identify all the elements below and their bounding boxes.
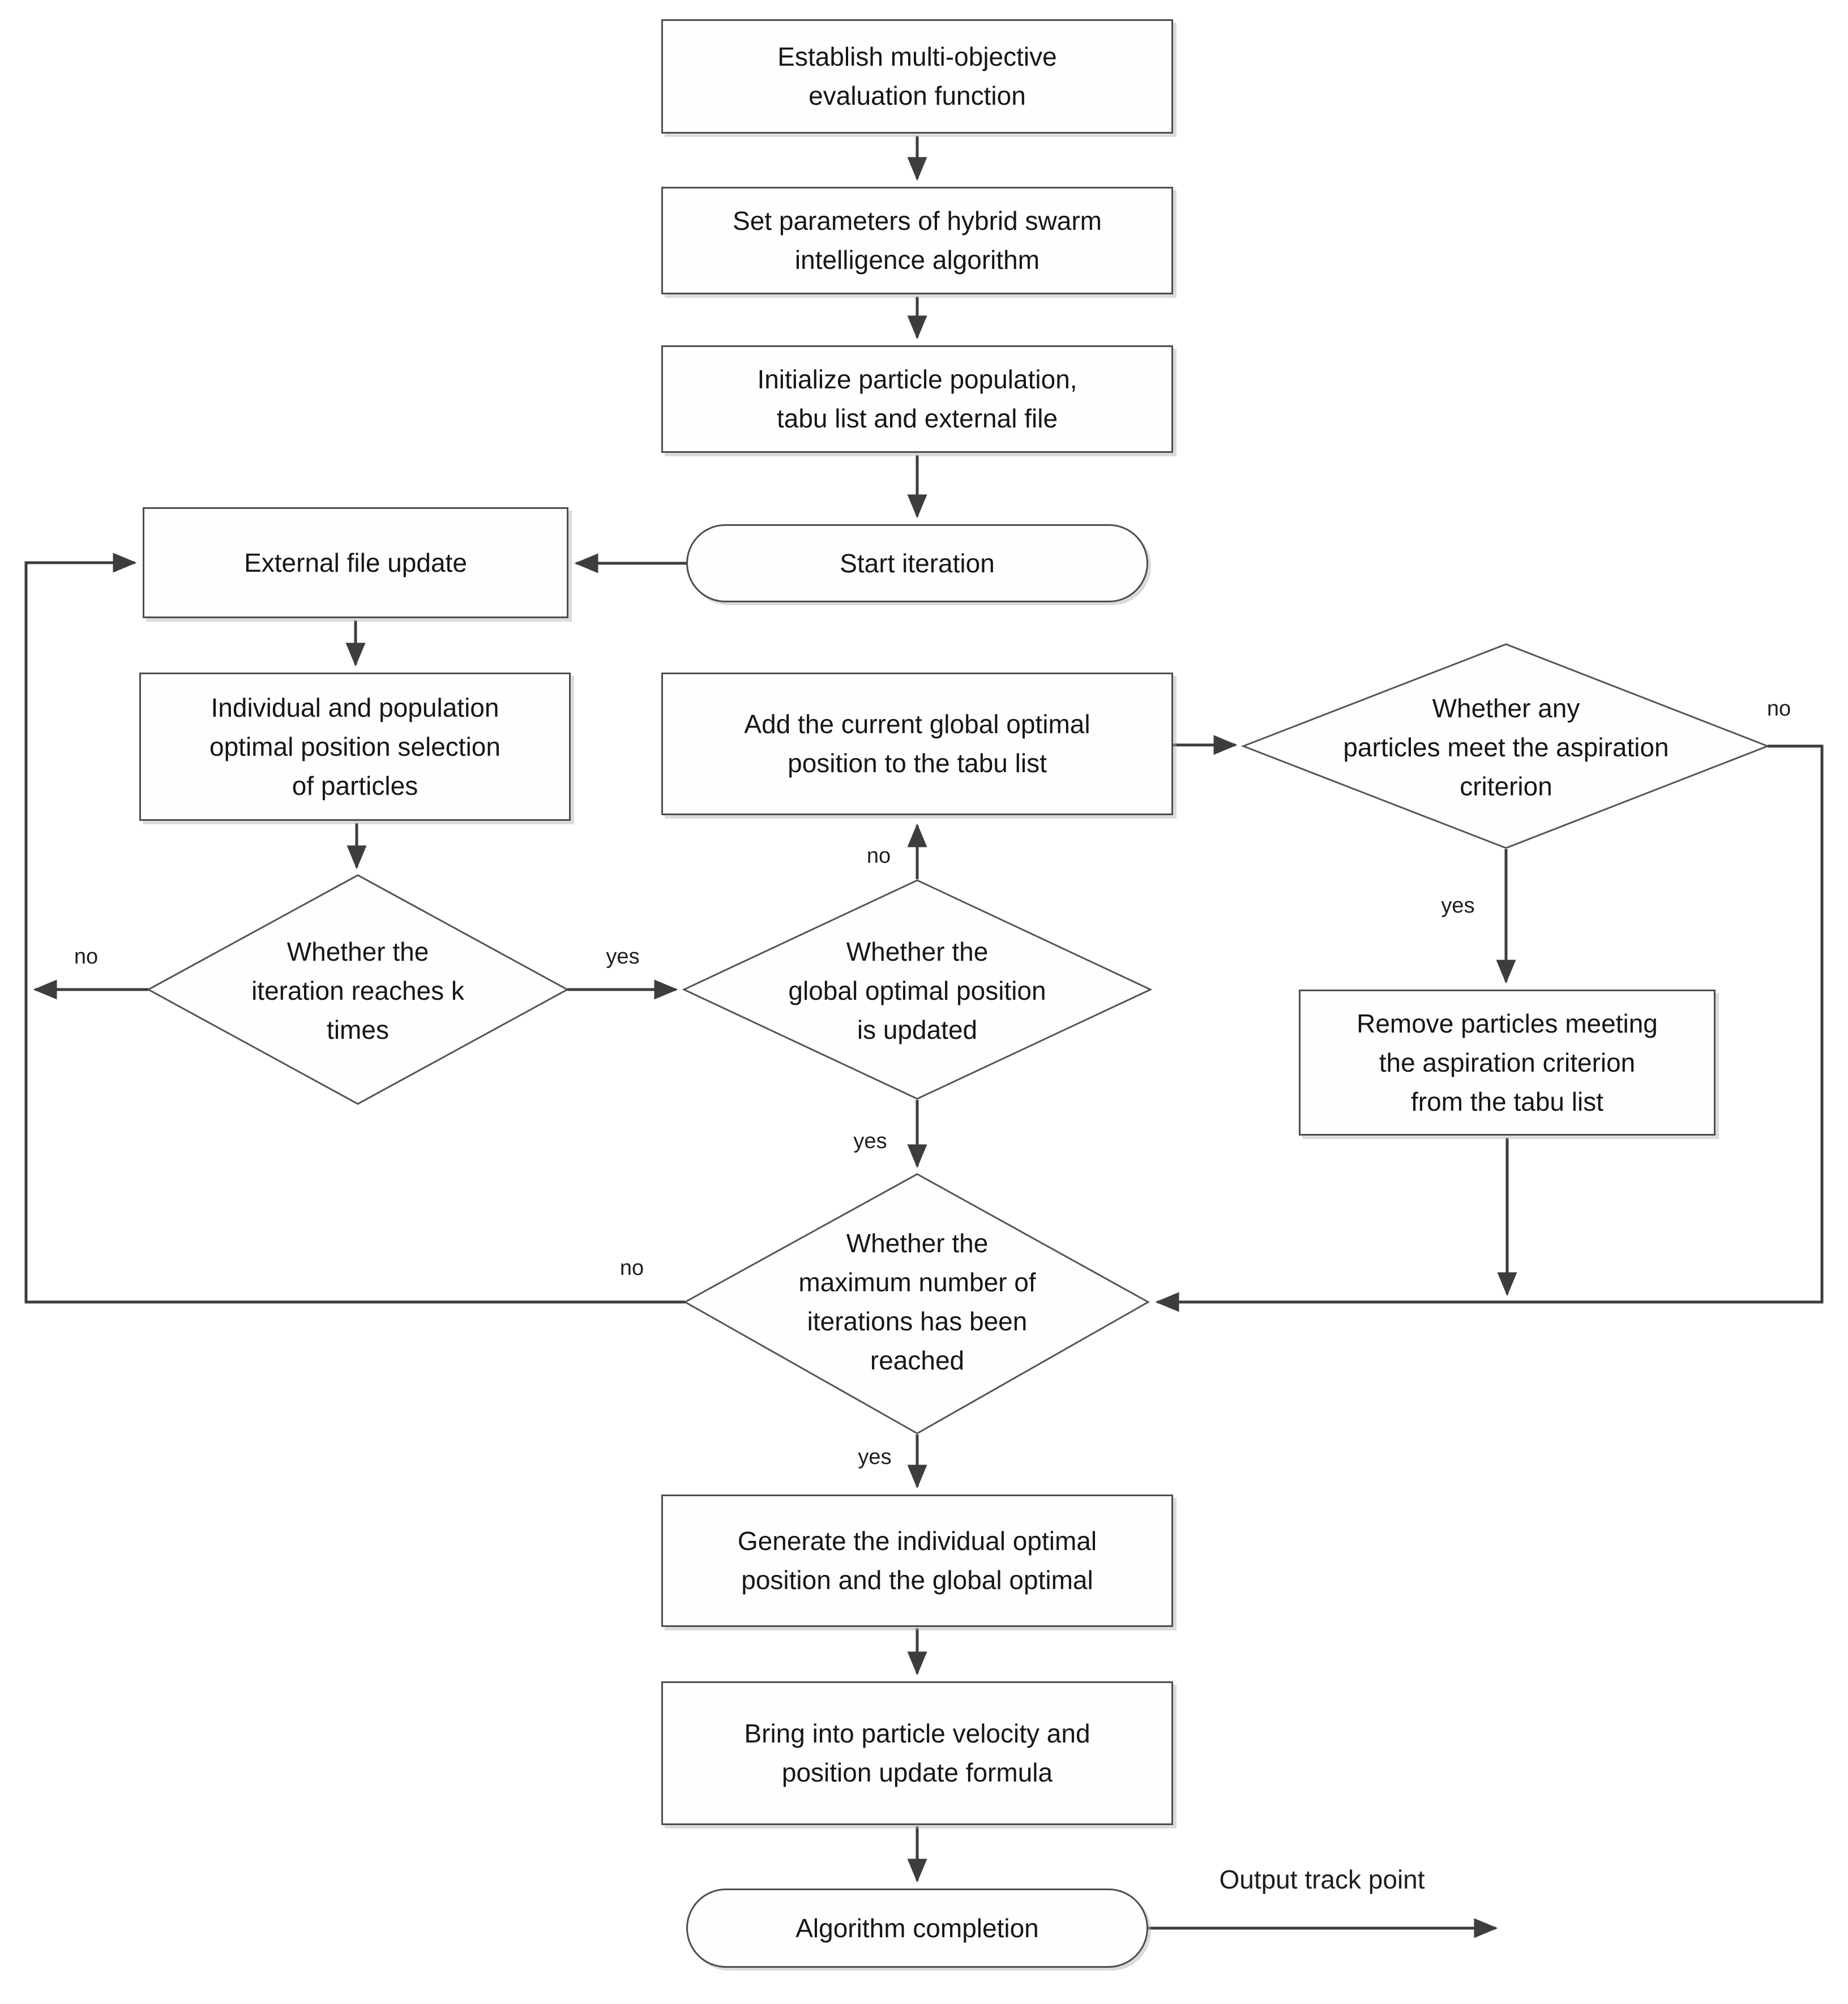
edge-label-global-updated-no: no xyxy=(866,844,891,868)
decision-global-updated-shape xyxy=(682,879,1153,1100)
node-add-to-tabu-list: Add the current global optimal position … xyxy=(661,673,1173,815)
edge-label-max-iterations-no: no xyxy=(619,1256,644,1280)
edge-label-global-updated-yes: yes xyxy=(853,1129,887,1153)
decision-aspiration-shape xyxy=(1240,643,1770,849)
node-remove-from-tabu-list: Remove particles meeting the aspiration … xyxy=(1299,990,1716,1136)
node-generate-optimal-positions: Generate the individual optimal position… xyxy=(661,1495,1173,1627)
edge-label-aspiration-no: no xyxy=(1766,697,1791,721)
node-set-parameters: Set parameters of hybrid swarm intellige… xyxy=(661,187,1173,294)
node-establish-evaluation-function: Establish multi-objective evaluation fun… xyxy=(661,19,1173,134)
node-bring-into-update-formula: Bring into particle velocity and positio… xyxy=(661,1681,1173,1825)
node-start-iteration: Start iteration xyxy=(686,524,1148,602)
edge-label-iteration-k-no: no xyxy=(74,945,99,969)
output-track-point-label: Output track point xyxy=(1219,1865,1425,1894)
edge-label-aspiration-yes: yes xyxy=(1441,894,1475,918)
edge-aspiration-no-to-maxiterations xyxy=(1155,744,1824,1312)
decision-iteration-k-shape xyxy=(146,874,570,1105)
decision-max-iterations-shape xyxy=(683,1173,1150,1435)
node-algorithm-completion: Algorithm completion xyxy=(686,1889,1148,1968)
edge-label-iteration-k-yes: yes xyxy=(606,945,640,969)
node-individual-population-selection: Individual and population optimal positi… xyxy=(139,673,571,821)
edge-label-max-iterations-yes: yes xyxy=(858,1445,892,1469)
node-initialize-population: Initialize particle population, tabu lis… xyxy=(661,345,1173,453)
edge-maxiterations-no-loopback-to-externalfile xyxy=(24,553,685,1304)
node-external-file-update: External file update xyxy=(143,507,568,618)
